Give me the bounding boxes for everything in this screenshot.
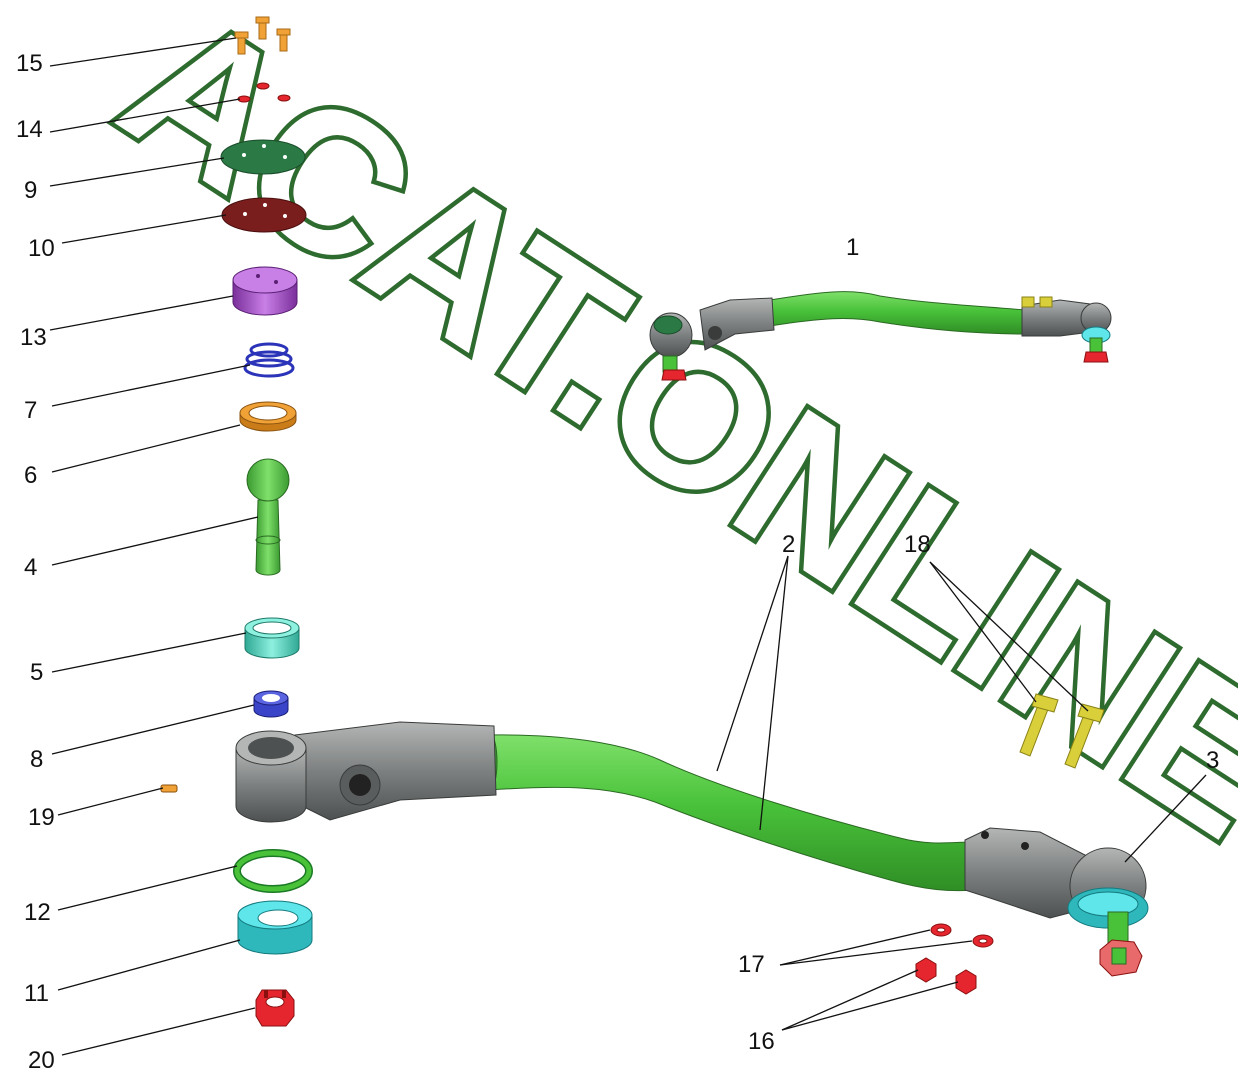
callout-3: 3 [1206,747,1219,774]
callout-labels: 15 14 9 10 13 7 6 4 5 8 19 12 11 20 1 2 … [16,50,1219,1074]
callout-13: 13 [20,324,47,351]
part-6-ring [239,401,297,432]
part-3-ball-joint-end [964,827,1149,977]
part-12-o-ring [233,849,313,893]
part-16-nuts [915,957,977,995]
part-17-washers [930,923,994,948]
part-9-cover-plate [220,139,306,175]
part-1-tie-rod-assembly [649,291,1112,381]
callout-1: 1 [846,234,859,261]
part-7-spring [243,342,295,378]
part-2-tie-rod [235,721,976,892]
callout-18: 18 [904,531,931,558]
callout-8: 8 [30,746,43,773]
part-20-castle-nut [255,989,295,1027]
callout-16: 16 [748,1028,775,1055]
callout-9: 9 [24,177,37,204]
part-10-gasket [221,197,307,233]
part-14-washers [237,82,291,103]
callout-11: 11 [24,980,49,1007]
callout-20: 20 [28,1047,55,1074]
callout-2: 2 [782,531,795,558]
callout-6: 6 [24,462,37,489]
leader-lines [49,37,1207,1056]
part-19-grease-fitting [160,784,178,793]
part-4-ball-pin [246,458,290,576]
callout-14: 14 [16,116,43,143]
callout-7: 7 [24,397,37,424]
part-8-seal [253,690,289,718]
callout-5: 5 [30,659,43,686]
part-11-cup [237,900,313,955]
callout-10: 10 [28,235,55,262]
callout-12: 12 [24,899,51,926]
part-5-bushing [244,617,300,659]
callout-4: 4 [24,554,37,581]
callout-19: 19 [28,804,55,831]
callout-15: 15 [16,50,43,77]
part-13-cap [232,266,298,316]
part-15-screws [234,16,291,55]
callout-17: 17 [738,951,765,978]
